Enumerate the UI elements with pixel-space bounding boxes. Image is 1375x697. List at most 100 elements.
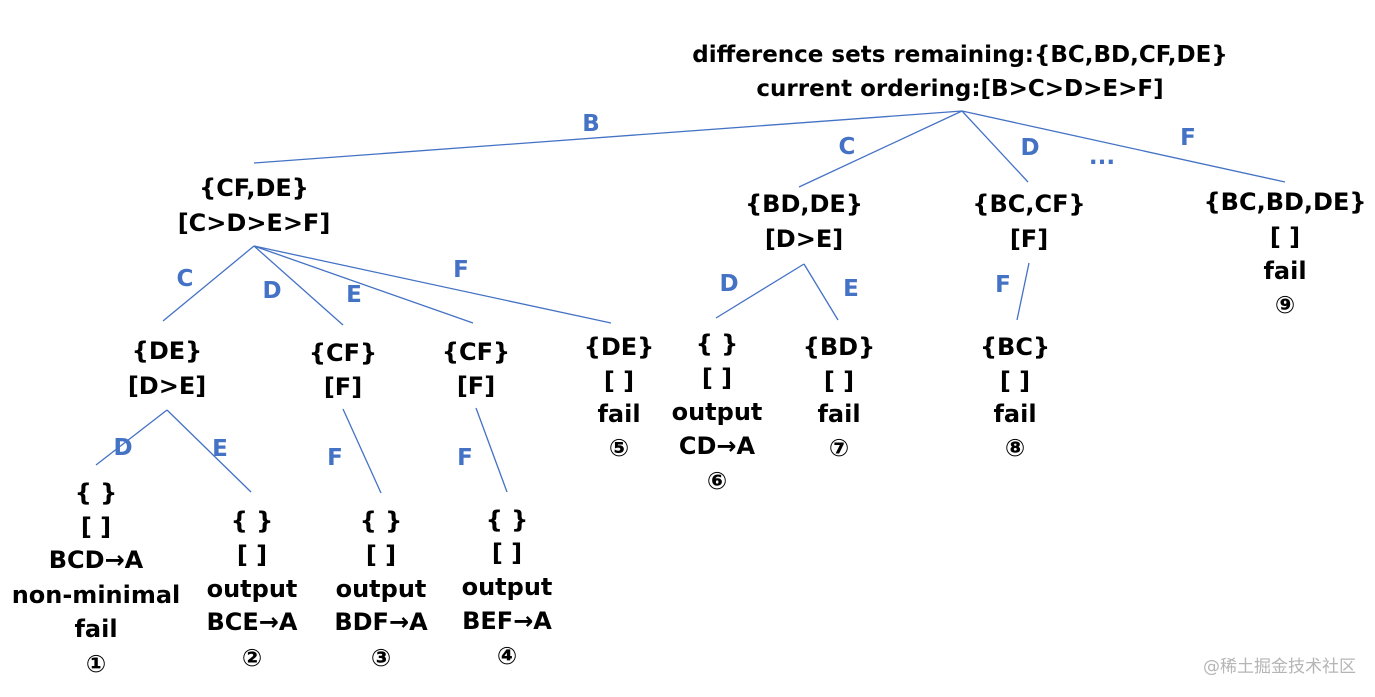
node-line: ② xyxy=(242,644,262,672)
node-line: [D>E] xyxy=(128,372,206,400)
edge-label-c-e: E xyxy=(843,276,859,302)
node-line: ⑥ xyxy=(707,467,727,495)
node-line: fail xyxy=(597,400,640,428)
edge-b-d xyxy=(253,245,344,326)
watermark-text: @稀土掘金技术社区 xyxy=(1203,657,1356,677)
edge-bc-e xyxy=(166,409,252,493)
node-line: {CF} xyxy=(309,339,377,367)
node-line: CD→A xyxy=(679,432,756,460)
edge-be-f xyxy=(475,407,508,493)
edge-b-e xyxy=(253,245,474,324)
edge-b-c xyxy=(162,245,255,322)
root-remaining-sets: difference sets remaining:{BC,BD,CF,DE} xyxy=(692,42,1227,68)
node-line: BDF→A xyxy=(334,608,428,636)
node-line: ④ xyxy=(497,642,517,670)
node-line: {CF,DE} xyxy=(199,174,309,202)
node-line: output xyxy=(462,573,553,601)
node-line: ① xyxy=(86,650,106,678)
node-line: [ ] xyxy=(604,367,634,395)
node-line: [C>D>E>F] xyxy=(178,209,331,237)
node-bc: {DE} [D>E] xyxy=(128,337,206,400)
node-line: fail xyxy=(1263,257,1306,285)
edge-label-b-e: E xyxy=(346,282,362,308)
edge-label-root-f: F xyxy=(1180,125,1196,151)
edge-label-root-b: B xyxy=(582,111,600,137)
node-line: [ ] xyxy=(366,541,396,569)
node-line: fail xyxy=(993,400,1036,428)
tree-edges xyxy=(95,110,1286,494)
node-b: {CF,DE} [C>D>E>F] xyxy=(178,174,331,237)
edge-root-b xyxy=(253,110,963,164)
edge-d-f xyxy=(1016,262,1030,321)
node-line: {BD} xyxy=(803,333,875,361)
node-line: {DE} xyxy=(584,333,655,361)
node-line: non-minimal xyxy=(12,581,181,609)
node-line: [ ] xyxy=(702,364,732,392)
node-bdf: { } [ ] output BDF→A ③ xyxy=(334,507,428,672)
node-line: { } xyxy=(75,479,118,507)
node-line: output xyxy=(207,575,298,603)
node-line: fail xyxy=(74,615,117,643)
node-line: { } xyxy=(696,330,739,358)
edge-label-bc-d: D xyxy=(113,435,132,461)
node-line: { } xyxy=(231,507,274,535)
root-node: difference sets remaining:{BC,BD,CF,DE} … xyxy=(692,42,1227,102)
node-d: {BC,CF} [F] xyxy=(972,190,1085,253)
node-line: ⑨ xyxy=(1275,291,1295,319)
node-line: ③ xyxy=(371,644,391,672)
node-line: [ ] xyxy=(824,367,854,395)
edge-label-c-d: D xyxy=(719,271,738,297)
edge-bc-d xyxy=(95,409,168,466)
edge-b-f xyxy=(253,245,612,324)
root-current-ordering: current ordering:[B>C>D>E>F] xyxy=(756,76,1163,102)
node-c: {BD,DE} [D>E] xyxy=(745,190,863,253)
node-line: [ ] xyxy=(1000,367,1030,395)
node-be: {CF} [F] xyxy=(442,338,510,400)
edge-label-bd-f: F xyxy=(327,445,343,471)
node-bce: { } [ ] output BCE→A ② xyxy=(207,507,298,672)
node-line: fail xyxy=(817,400,860,428)
edge-label-bc-e: E xyxy=(212,436,228,462)
node-line: ⑧ xyxy=(1005,434,1025,462)
node-line: [ ] xyxy=(237,541,267,569)
node-f: {BC,BD,DE} [ ] fail ⑨ xyxy=(1204,188,1367,319)
node-line: {CF} xyxy=(442,338,510,366)
node-line: {BC} xyxy=(980,333,1050,361)
node-line: [ ] xyxy=(81,513,111,541)
edge-label-root-d: D xyxy=(1020,135,1039,161)
node-line: [ ] xyxy=(492,539,522,567)
node-bef: { } [ ] output BEF→A ④ xyxy=(462,506,553,670)
edge-c-e xyxy=(803,263,839,321)
edge-label-b-d: D xyxy=(262,278,281,304)
edge-label-b-f: F xyxy=(453,257,469,283)
edge-root-d xyxy=(961,110,1029,183)
node-line: {BC,BD,DE} xyxy=(1204,188,1367,216)
node-line: [ ] xyxy=(1270,223,1300,251)
node-bcd: { } [ ] BCD→A non-minimal fail ① xyxy=(12,479,181,678)
edge-label-d-f: F xyxy=(995,272,1011,298)
node-df: {BC} [ ] fail ⑧ xyxy=(980,333,1050,462)
edge-bd-f xyxy=(342,408,382,494)
edge-label-b-c: C xyxy=(177,266,194,292)
node-line: [D>E] xyxy=(765,225,843,253)
node-bf: {DE} [ ] fail ⑤ xyxy=(584,333,655,462)
edge-label-root-c: C xyxy=(839,134,856,160)
edge-labels: B C D ... F C D E F D E F D E F F xyxy=(113,111,1195,471)
node-line: { } xyxy=(486,506,529,534)
node-line: BCD→A xyxy=(49,546,144,574)
node-ce: {BD} [ ] fail ⑦ xyxy=(803,333,875,462)
node-line: BCE→A xyxy=(207,608,298,636)
node-line: ⑤ xyxy=(609,434,629,462)
node-cd: { } [ ] output CD→A ⑥ xyxy=(672,330,763,495)
edge-c-d xyxy=(715,263,805,319)
edge-root-f xyxy=(961,110,1286,183)
node-line: [F] xyxy=(324,373,362,401)
node-line: BEF→A xyxy=(462,607,552,635)
node-line: ⑦ xyxy=(829,434,849,462)
node-line: [F] xyxy=(457,372,495,400)
node-line: [F] xyxy=(1010,225,1048,253)
node-line: {BC,CF} xyxy=(972,190,1085,218)
node-line: output xyxy=(672,398,763,426)
node-line: {DE} xyxy=(132,337,203,365)
